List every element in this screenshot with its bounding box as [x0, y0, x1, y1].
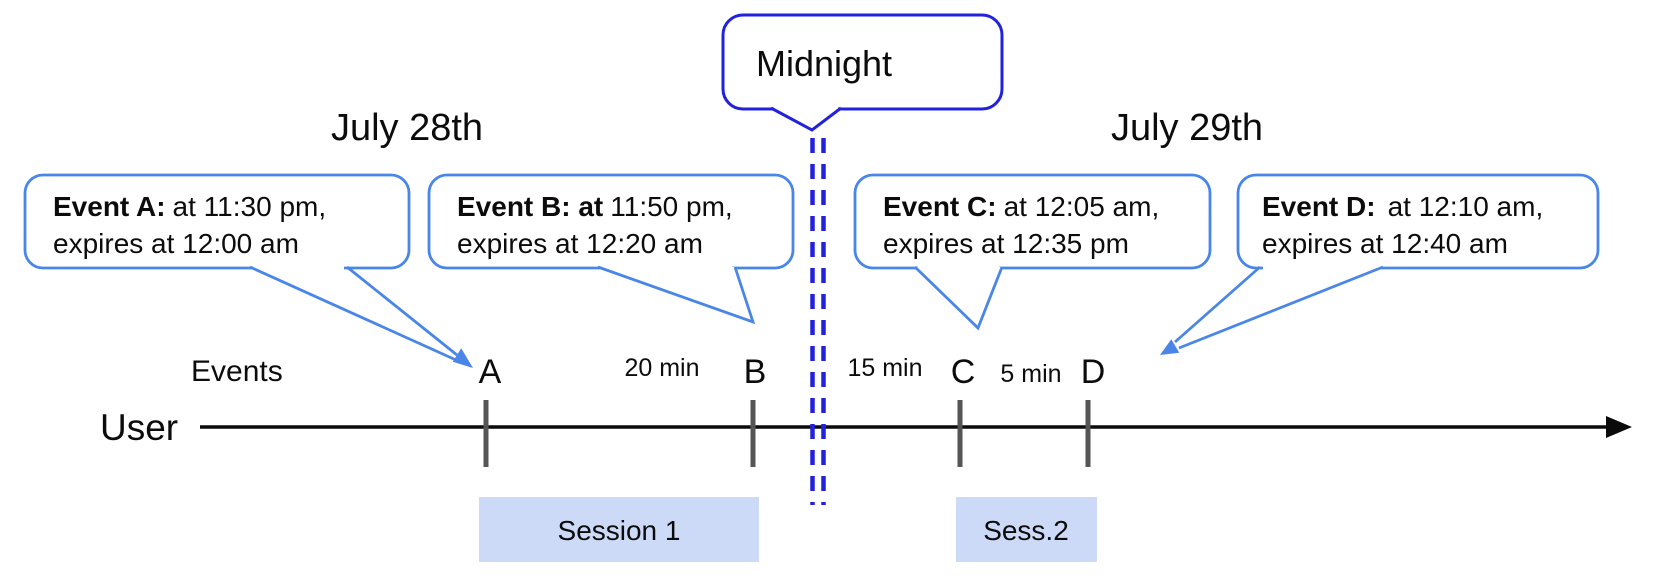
date-july-29: July 29th	[1111, 107, 1263, 149]
marker-b: B	[744, 353, 767, 391]
midnight-callout-box	[721, 13, 1004, 111]
event-d-time: at 12:10 am,	[1388, 191, 1544, 222]
timeline-arrowhead-icon	[1606, 416, 1632, 438]
event-c-title: Event C:	[883, 191, 997, 222]
midnight-callout: Midnight	[721, 13, 1004, 132]
event-d-callout: Event D: at 12:10 am, expires at 12:40 am	[1160, 173, 1600, 355]
event-b-tail	[597, 265, 756, 325]
event-d-line2: expires at 12:40 am	[1262, 228, 1508, 259]
session-1-box	[479, 497, 759, 562]
marker-a: A	[479, 353, 502, 391]
event-a-time: at 11:30 pm,	[173, 191, 327, 222]
event-b-title: Event B: at	[457, 191, 603, 222]
session-2-box	[956, 497, 1097, 562]
midnight-dashed-line	[810, 138, 826, 505]
event-d-box	[1236, 173, 1600, 270]
interval-15min: 15 min	[847, 354, 922, 382]
event-c-box	[853, 173, 1212, 270]
interval-20min: 20 min	[624, 354, 699, 382]
user-label: User	[100, 407, 178, 448]
event-b-line2: expires at 12:20 am	[457, 228, 703, 259]
event-a-tail	[249, 265, 458, 362]
event-a-title: Event A:	[53, 191, 166, 222]
event-c-line2: expires at 12:35 pm	[883, 228, 1129, 259]
midnight-callout-tail	[770, 106, 842, 132]
session-2-label: Sess.2	[983, 515, 1069, 546]
midnight-label: Midnight	[756, 43, 892, 84]
event-c-callout: Event C:at 12:05 am, expires at 12:35 pm	[853, 173, 1212, 331]
session-1-label: Session 1	[558, 515, 681, 546]
event-c-line1: Event C:at 12:05 am,	[883, 191, 1159, 222]
event-d-title: Event D:	[1262, 191, 1376, 222]
event-b-time: 11:50 pm,	[610, 191, 732, 222]
event-a-tail-arrowhead-icon	[452, 348, 473, 368]
event-c-tail	[914, 265, 1004, 331]
event-c-time: at 12:05 am,	[1004, 191, 1160, 222]
event-d-line1: Event D: at 12:10 am,	[1262, 191, 1543, 222]
event-d-tail-arrowhead-icon	[1160, 339, 1180, 355]
event-a-tail-eraser	[253, 263, 344, 271]
date-july-28: July 28th	[331, 107, 483, 149]
interval-5min: 5 min	[1000, 360, 1061, 388]
event-a-callout: Event A:at 11:30 pm, expires at 12:00 am	[23, 173, 473, 368]
event-d-tail	[1174, 265, 1384, 350]
event-ticks	[483, 400, 1091, 467]
event-d-tail-eraser	[1263, 263, 1380, 271]
event-a-line2: expires at 12:00 am	[53, 228, 299, 259]
event-a-line1: Event A:at 11:30 pm,	[53, 191, 326, 222]
events-label: Events	[191, 355, 283, 388]
event-a-box	[23, 173, 411, 270]
marker-c: C	[951, 353, 976, 391]
marker-d: D	[1081, 353, 1106, 391]
